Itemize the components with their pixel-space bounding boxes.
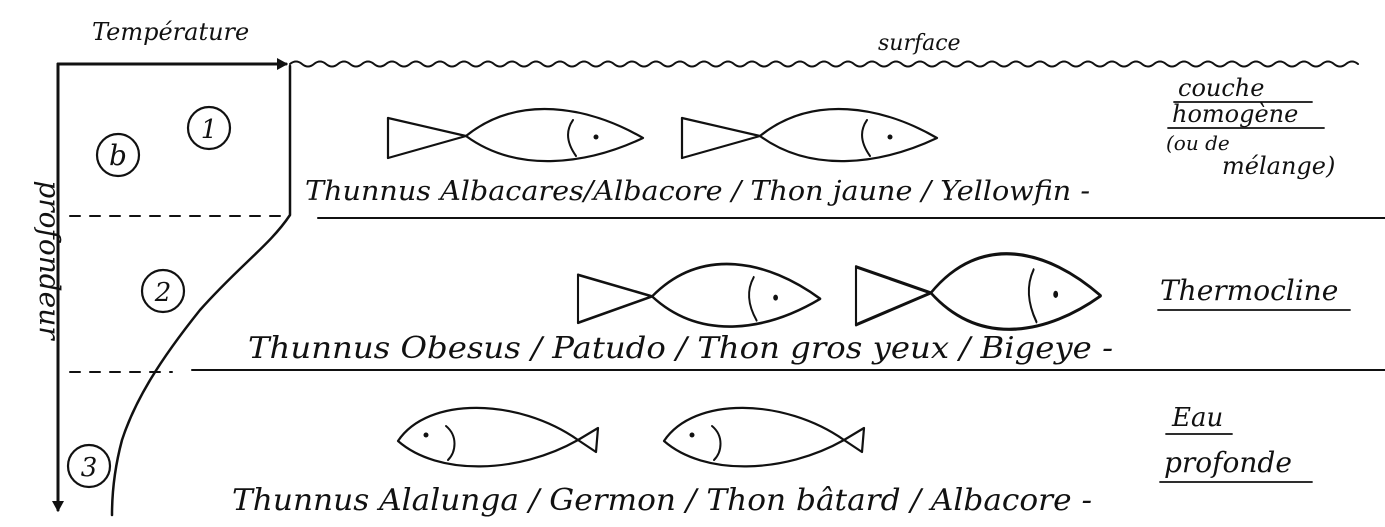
zone-name-2-line-1: Thermocline bbox=[1160, 274, 1338, 307]
species-caption-zone-1: Thunnus Albacares/Albacore / Thon jaune … bbox=[305, 176, 1090, 207]
fish-icon bbox=[664, 408, 864, 467]
temperature-axis-label: Température bbox=[92, 18, 249, 46]
fish-icon bbox=[578, 264, 820, 327]
zone-name-3-line-1: Eau bbox=[1171, 403, 1223, 433]
fish-icon bbox=[682, 109, 937, 161]
fish-icon bbox=[388, 109, 643, 161]
zone-name-1-line-1: couche bbox=[1178, 74, 1264, 102]
zone-name-1: couche homogène (ou de mélange) bbox=[1166, 74, 1335, 180]
species-caption-zone-3: Thunnus Alalunga / Germon / Thon bâtard … bbox=[232, 483, 1092, 518]
zone-marker-3: 3 bbox=[68, 445, 110, 487]
panel-marker-b-text: b bbox=[109, 139, 127, 172]
zone-name-3-line-2: profonde bbox=[1164, 446, 1292, 479]
surface-line bbox=[290, 62, 1358, 67]
zone-name-1-line-3: (ou de bbox=[1166, 131, 1230, 155]
depth-axis-label: profondeur bbox=[33, 180, 66, 341]
fish-icon bbox=[856, 254, 1101, 330]
fish-icon bbox=[398, 408, 598, 467]
zone-name-1-line-4: mélange) bbox=[1222, 152, 1335, 180]
species-caption-zone-2: Thunnus Obesus / Patudo / Thon gros yeux… bbox=[248, 331, 1113, 366]
zone-marker-3-text: 3 bbox=[81, 453, 98, 483]
zone-marker-2-text: 2 bbox=[154, 278, 172, 308]
zone-name-1-line-2: homogène bbox=[1172, 100, 1298, 128]
zone-marker-1-text: 1 bbox=[201, 115, 218, 145]
surface-label: surface bbox=[878, 31, 961, 56]
zone-name-2: Thermocline bbox=[1158, 274, 1350, 310]
zone-marker-2: 2 bbox=[142, 270, 184, 312]
panel-marker-b: b bbox=[97, 134, 139, 176]
zone-marker-1: 1 bbox=[188, 107, 230, 149]
zone-name-3: Eau profonde bbox=[1160, 403, 1312, 482]
